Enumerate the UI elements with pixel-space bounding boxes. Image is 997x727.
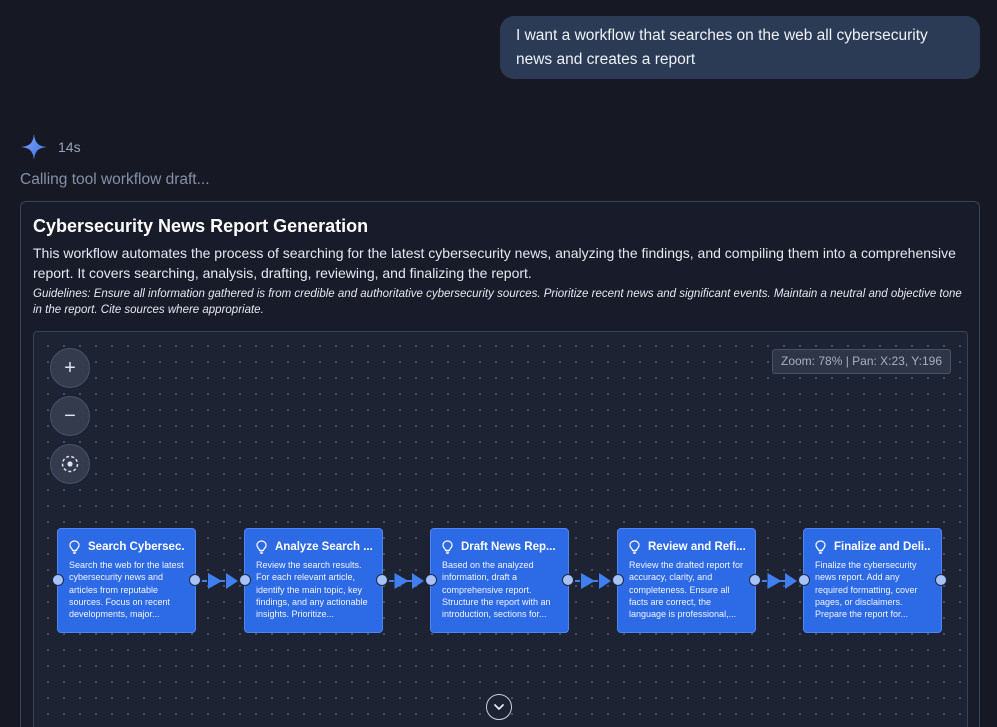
node-description: Search the web for the latest cybersecur… (69, 560, 184, 620)
input-handle[interactable] (239, 574, 251, 586)
node-header: Analyze Search ... (256, 538, 372, 556)
workflow-node[interactable]: Finalize and Deli... Finalize the cyberse… (798, 528, 947, 633)
agent-response-header: 14s (20, 133, 81, 161)
input-handle[interactable] (425, 574, 437, 586)
node-title: Draft News Rep... (461, 541, 556, 553)
workflow-card: Cybersecurity News Report Generation Thi… (20, 201, 980, 727)
workflow-node[interactable]: Analyze Search ... Review the search resu… (239, 528, 388, 633)
input-handle[interactable] (798, 574, 810, 586)
workflow-title: Cybersecurity News Report Generation (33, 216, 369, 236)
output-handle[interactable] (562, 574, 574, 586)
workflow-edge (575, 573, 611, 589)
node-header: Finalize and Deli... (815, 538, 931, 556)
workflow-node[interactable]: Draft News Rep... Based on the analyzed i… (425, 528, 574, 633)
workflow-canvas[interactable]: + − Zoom: 78% | Pan: X:23, Y:196 Search … (33, 331, 968, 727)
node-description: Review the drafted report for accuracy, … (629, 560, 744, 620)
workflow-edge (389, 573, 424, 589)
node-title: Finalize and Deli... (834, 541, 931, 553)
user-message-bubble: I want a workflow that searches on the w… (500, 16, 980, 79)
node-header: Review and Refi... (629, 538, 745, 556)
workflow-edge (762, 573, 797, 589)
output-handle[interactable] (376, 574, 388, 586)
workflow-guidelines: Guidelines: Ensure all information gathe… (33, 288, 962, 316)
node-header: Search Cybersec... (69, 538, 185, 556)
elapsed-time: 14s (58, 139, 81, 155)
lightbulb-icon (815, 540, 826, 554)
plus-icon: + (64, 356, 76, 379)
output-handle[interactable] (749, 574, 761, 586)
zoom-pan-readout: Zoom: 78% | Pan: X:23, Y:196 (772, 349, 951, 374)
lightbulb-icon (256, 540, 267, 554)
output-handle[interactable] (189, 574, 201, 586)
node-title: Review and Refi... (648, 541, 745, 553)
user-message-text: I want a workflow that searches on the w… (516, 27, 928, 68)
zoom-in-button[interactable]: + (50, 348, 90, 388)
workflow-node[interactable]: Review and Refi... Review the drafted rep… (612, 528, 761, 633)
node-header: Draft News Rep... (442, 538, 558, 556)
node-title: Search Cybersec... (88, 541, 185, 553)
node-description: Based on the analyzed information, draft… (442, 560, 551, 620)
input-handle[interactable] (612, 574, 624, 586)
node-description: Review the search results. For each rele… (256, 560, 368, 620)
lightbulb-icon (629, 540, 640, 554)
workflow-edge (202, 573, 238, 589)
input-handle[interactable] (52, 574, 64, 586)
tool-status: Calling tool workflow draft... (20, 171, 210, 188)
workflow-node[interactable]: Search Cybersec... Search the web for the… (52, 528, 201, 633)
chevron-down-icon (494, 704, 504, 710)
fit-view-button[interactable] (50, 444, 90, 484)
expand-button[interactable] (486, 694, 512, 720)
fit-view-icon (61, 455, 79, 473)
minus-icon: − (64, 404, 76, 427)
sparkle-icon (21, 134, 47, 160)
node-title: Analyze Search ... (275, 541, 372, 553)
output-handle[interactable] (935, 574, 947, 586)
lightbulb-icon (442, 540, 453, 554)
lightbulb-icon (69, 540, 80, 554)
workflow-description: This workflow automates the process of s… (33, 245, 956, 281)
node-description: Finalize the cybersecurity news report. … (815, 560, 918, 620)
zoom-out-button[interactable]: − (50, 396, 90, 436)
